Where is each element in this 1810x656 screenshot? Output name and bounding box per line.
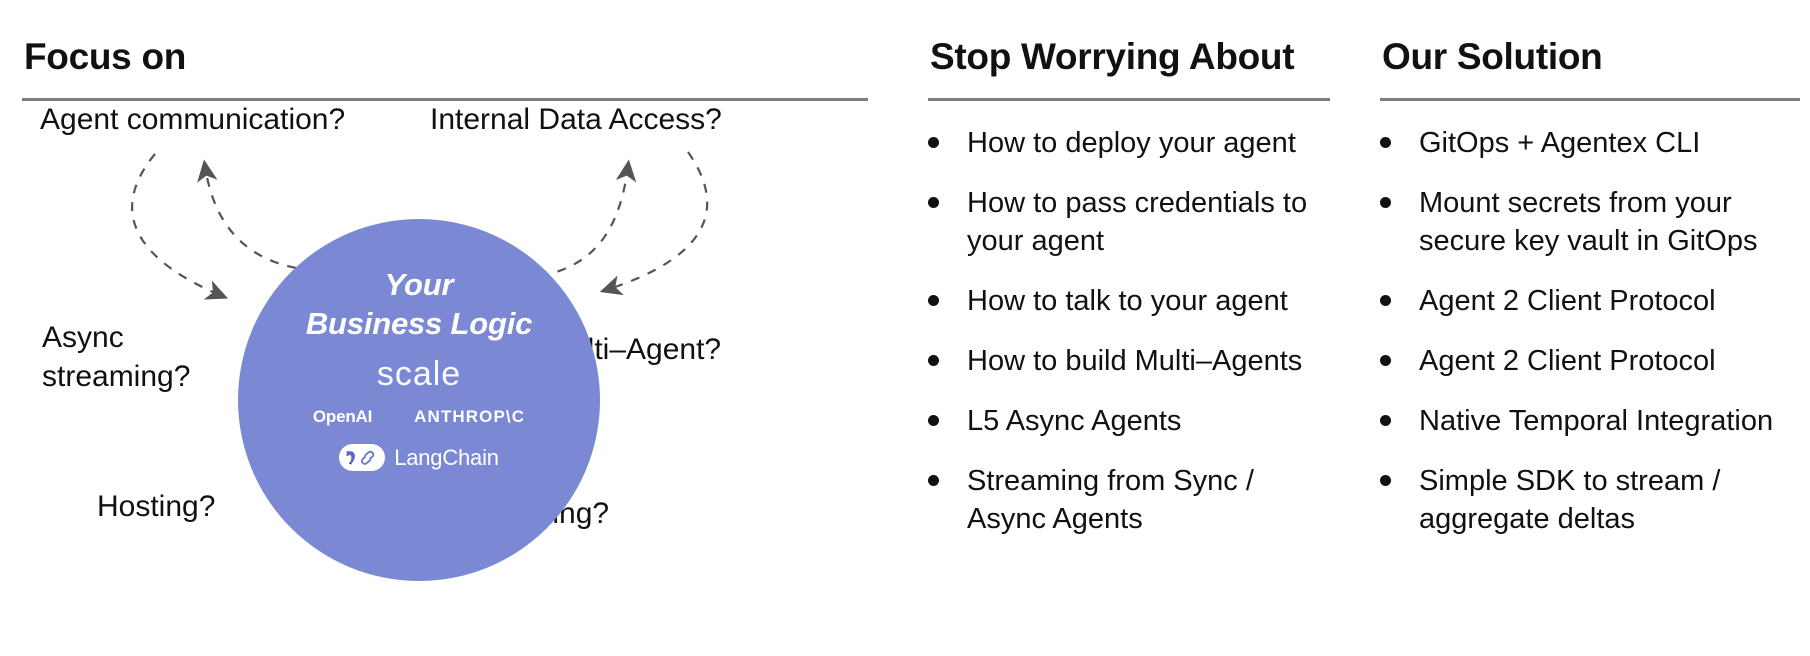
- langchain-wordmark: LangChain: [394, 444, 499, 470]
- business-logic-circle: Your Business Logic scale OpenAI ANTHROP…: [238, 219, 600, 581]
- list-item: Native Temporal Integration: [1380, 402, 1810, 440]
- list-item: L5 Async Agents: [928, 402, 1328, 440]
- bullet-dot-icon: [928, 137, 939, 148]
- bullet-dot-icon: [1380, 415, 1391, 426]
- bullet-dot-icon: [928, 355, 939, 366]
- bullet-dot-icon: [1380, 475, 1391, 486]
- list-item-label: Simple SDK to stream / aggregate deltas: [1419, 465, 1721, 535]
- focus-on-divider: [22, 98, 868, 101]
- bullet-dot-icon: [928, 415, 939, 426]
- list-item: Agent 2 Client Protocol: [1380, 282, 1810, 320]
- our-solution-list: GitOps + Agentex CLI Mount secrets from …: [1380, 124, 1810, 560]
- focus-on-title: Focus on: [24, 36, 187, 77]
- langchain-logo: LangChain: [339, 444, 499, 471]
- list-item: How to build Multi–Agents: [928, 342, 1328, 380]
- focus-on-panel: Focus on Agent communication? Internal D…: [0, 0, 900, 656]
- bullet-dot-icon: [1380, 355, 1391, 366]
- list-item-label: How to build Multi–Agents: [967, 345, 1303, 377]
- arrow-left-outbound-icon: [197, 159, 297, 270]
- circle-headline: Your Business Logic: [305, 267, 533, 341]
- list-item: Simple SDK to stream / aggregate deltas: [1380, 462, 1810, 538]
- list-item: How to talk to your agent: [928, 282, 1328, 320]
- bullet-dot-icon: [1380, 137, 1391, 148]
- our-solution-divider: [1380, 98, 1800, 101]
- our-solution-title: Our Solution: [1382, 36, 1603, 77]
- list-item-label: GitOps + Agentex CLI: [1419, 127, 1701, 159]
- bullet-dot-icon: [928, 197, 939, 208]
- list-item-label: L5 Async Agents: [967, 405, 1182, 437]
- langchain-parrot-link-icon: [339, 444, 386, 471]
- list-item-label: How to deploy your agent: [967, 127, 1296, 159]
- agent-communication-label: Agent communication?: [40, 103, 346, 136]
- list-item: How to pass credentials to your agent: [928, 184, 1328, 260]
- bullet-dot-icon: [1380, 197, 1391, 208]
- list-item-label: Streaming from Sync / Async Agents: [967, 465, 1254, 535]
- anthropic-logo: ANTHROP\C: [414, 407, 526, 426]
- list-item-label: Agent 2 Client Protocol: [1419, 345, 1716, 377]
- list-item: Mount secrets from your secure key vault…: [1380, 184, 1810, 260]
- scale-logo: scale: [376, 355, 462, 393]
- list-item-label: How to talk to your agent: [967, 285, 1288, 317]
- list-item: How to deploy your agent: [928, 124, 1328, 162]
- arrow-right-outbound-icon: [539, 159, 637, 278]
- list-item-label: Native Temporal Integration: [1419, 405, 1774, 437]
- arrow-left-inbound-icon: [131, 153, 229, 300]
- list-item: Streaming from Sync / Async Agents: [928, 462, 1328, 538]
- async-streaming-label: Async streaming?: [42, 321, 191, 393]
- list-item-label: Agent 2 Client Protocol: [1419, 285, 1716, 317]
- list-item: Agent 2 Client Protocol: [1380, 342, 1810, 380]
- bullet-dot-icon: [928, 295, 939, 306]
- stop-worrying-title: Stop Worrying About: [930, 36, 1295, 77]
- list-item: GitOps + Agentex CLI: [1380, 124, 1810, 162]
- hosting-label: Hosting?: [97, 490, 216, 523]
- model-provider-logo-row: OpenAI ANTHROP\C: [238, 407, 600, 427]
- list-item-label: How to pass credentials to your agent: [967, 187, 1308, 257]
- openai-logo: OpenAI: [312, 407, 373, 426]
- arrow-right-inbound-icon: [599, 151, 709, 296]
- list-item-label: Mount secrets from your secure key vault…: [1419, 187, 1758, 257]
- stop-worrying-list: How to deploy your agent How to pass cre…: [928, 124, 1328, 560]
- bullet-dot-icon: [928, 475, 939, 486]
- stop-worrying-divider: [928, 98, 1330, 101]
- bullet-dot-icon: [1380, 295, 1391, 306]
- internal-data-access-label: Internal Data Access?: [430, 103, 722, 136]
